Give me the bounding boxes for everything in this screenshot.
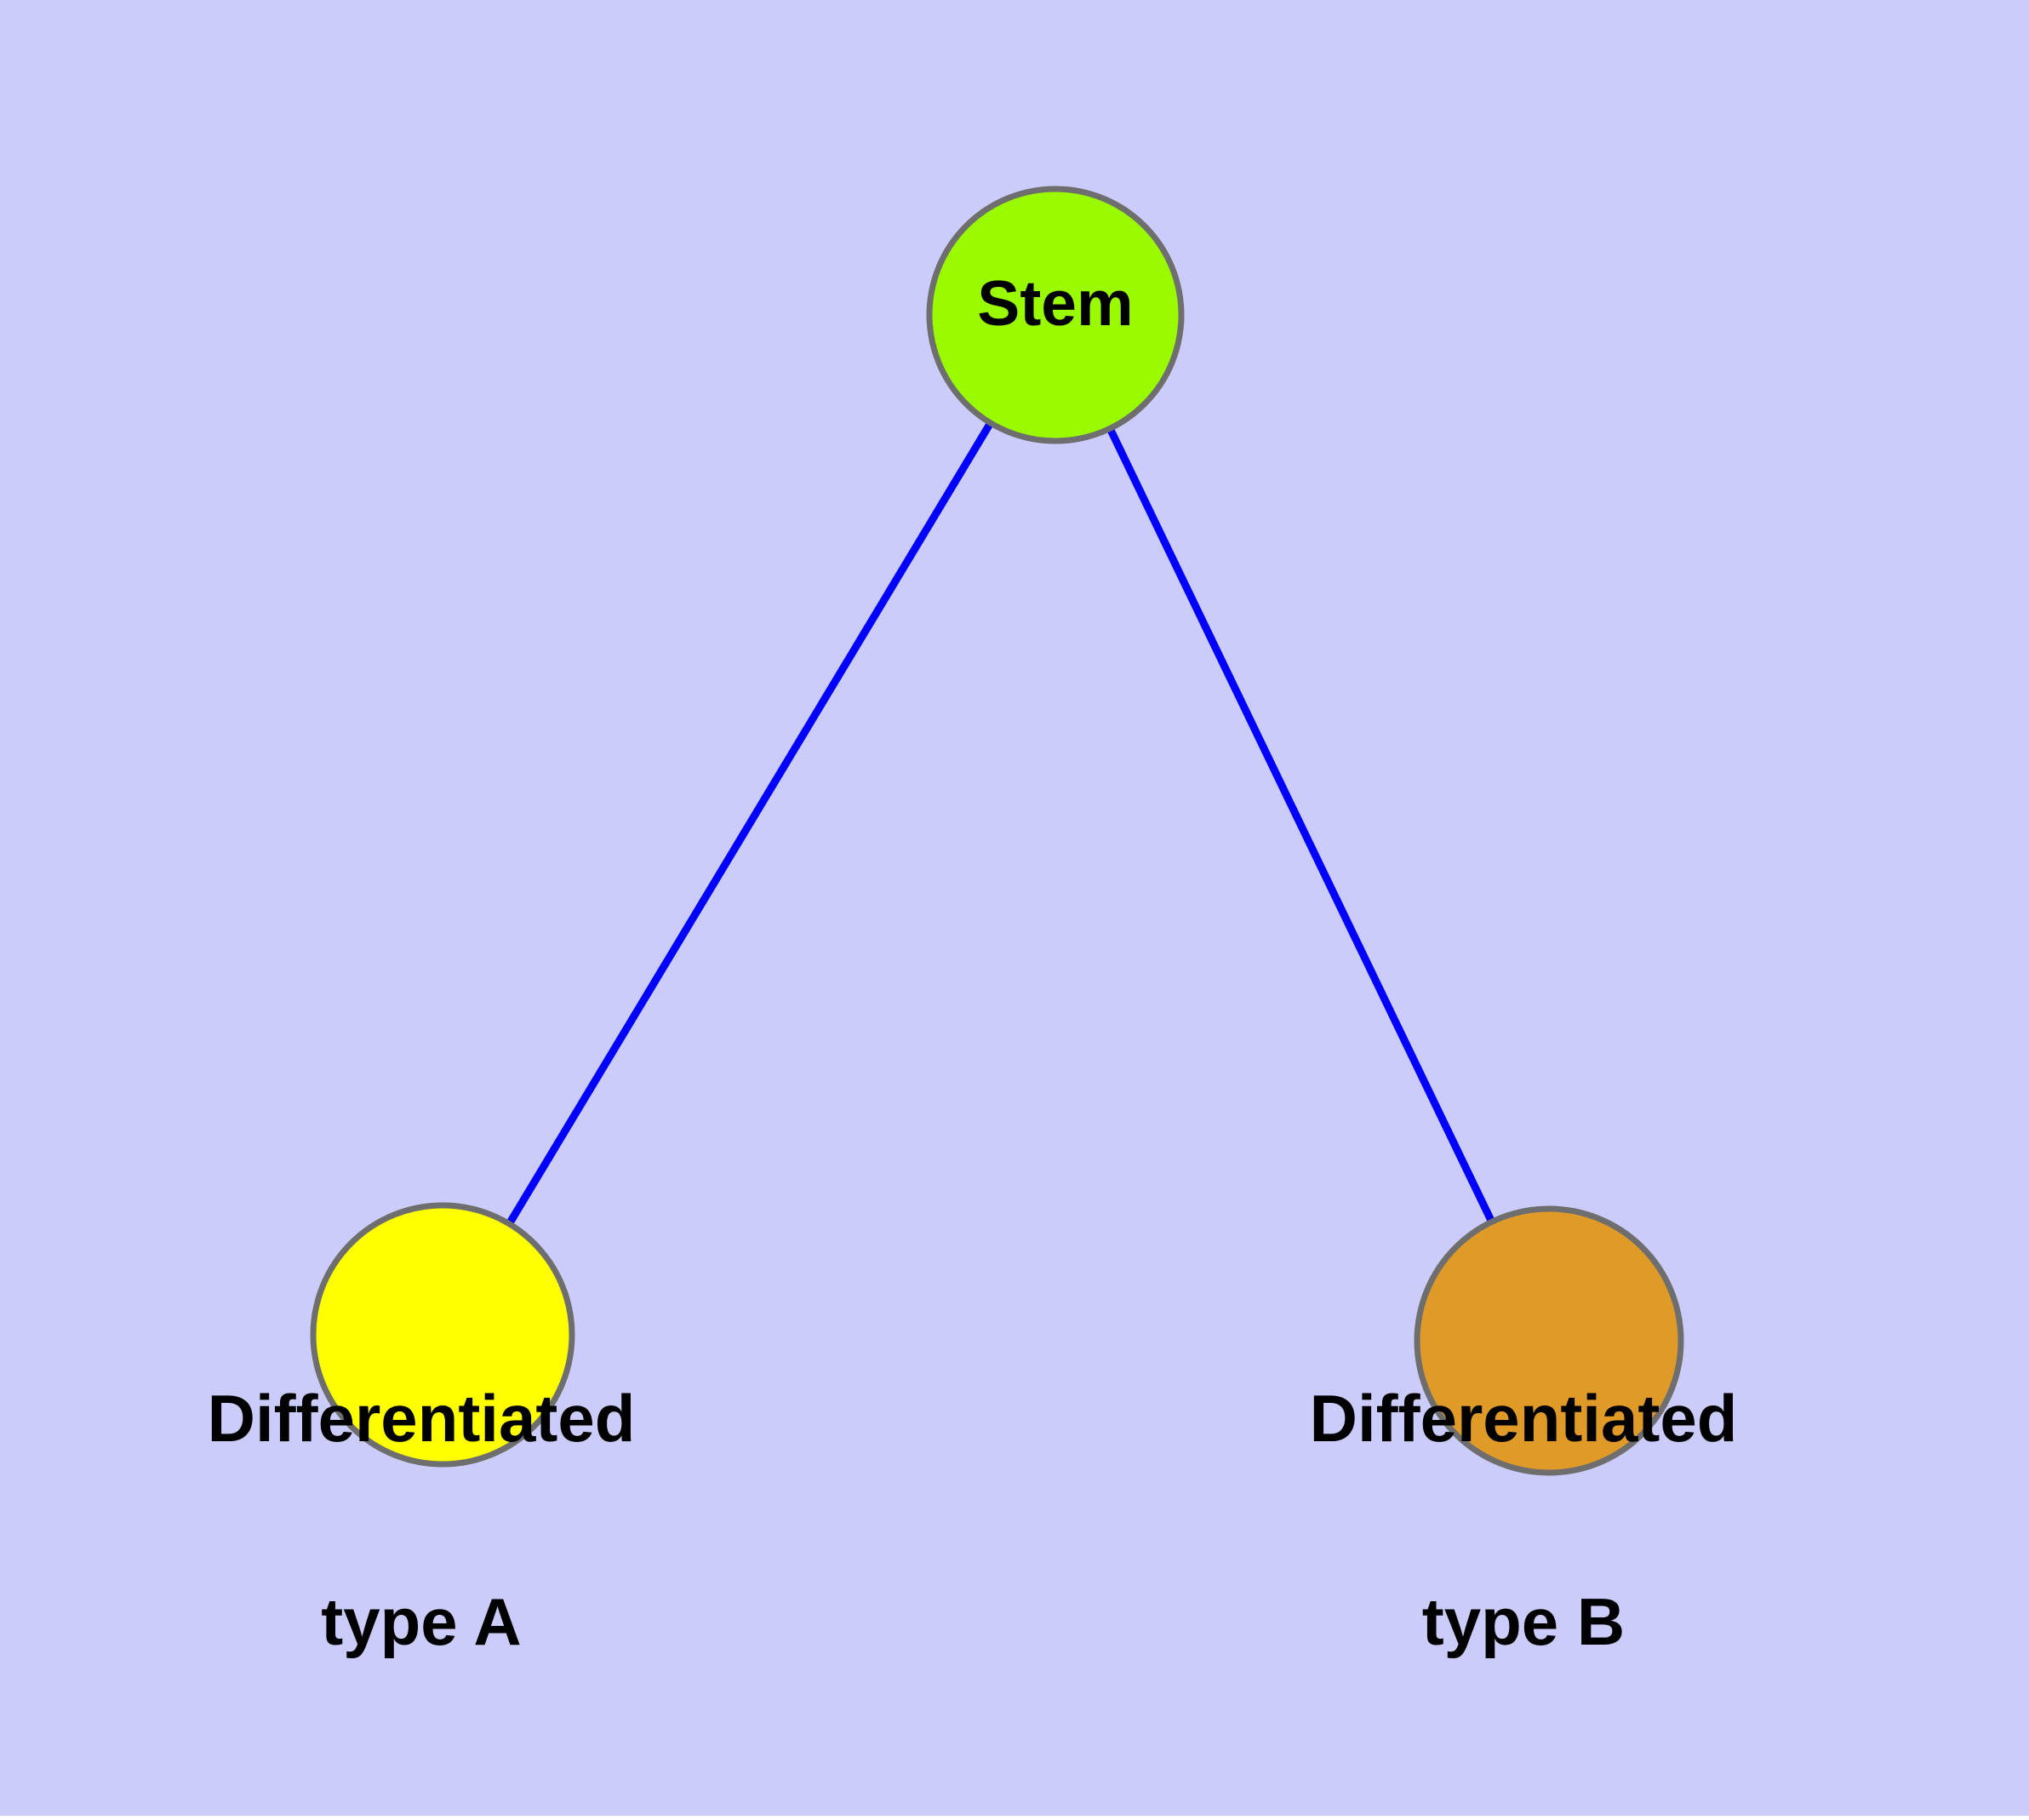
edge-stem-to-type-b bbox=[1051, 313, 1553, 1342]
node-diff-type-a[interactable] bbox=[310, 1202, 575, 1468]
node-stem[interactable] bbox=[926, 186, 1185, 444]
node-diff-type-b[interactable] bbox=[1414, 1205, 1684, 1476]
edge-layer bbox=[439, 312, 1553, 1342]
edge-stem-to-type-a bbox=[439, 312, 1059, 1337]
node-layer bbox=[310, 186, 1684, 1476]
